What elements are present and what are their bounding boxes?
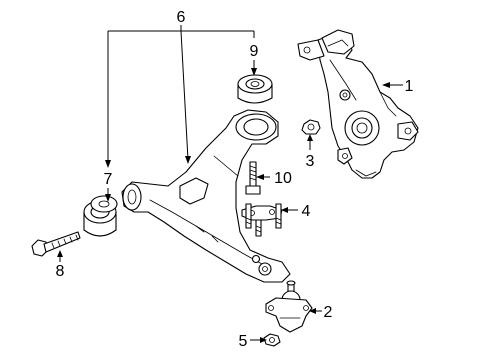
rear-bushing <box>237 74 273 104</box>
callout-3: 3 <box>306 153 315 170</box>
arrow-6-left <box>105 160 111 168</box>
callout-8: 8 <box>56 263 65 280</box>
callout-1: 1 <box>405 78 414 95</box>
arrow-3 <box>307 134 313 141</box>
arrow-7 <box>105 194 111 202</box>
callout-4: 4 <box>302 203 311 220</box>
callout-labels: 6 9 1 3 10 7 4 8 2 5 <box>56 9 414 350</box>
callout-10: 10 <box>274 170 292 187</box>
callout-7: 7 <box>104 171 113 188</box>
arrow-4 <box>281 207 288 213</box>
lower-control-arm <box>121 109 291 283</box>
arrow-2 <box>309 308 316 314</box>
leader-arrows <box>57 68 390 343</box>
bolt-plate-set <box>241 203 283 237</box>
callout-6: 6 <box>177 9 186 26</box>
callout-9: 9 <box>250 43 259 60</box>
arm-bolt <box>31 231 81 257</box>
arrow-10 <box>256 174 264 180</box>
arrow-5 <box>260 337 267 343</box>
callout-5: 5 <box>239 333 248 350</box>
stud-bolt <box>245 161 261 195</box>
ball-joint-nut <box>263 333 281 347</box>
ball-joint <box>265 280 313 333</box>
arrow-6-mid <box>185 156 191 164</box>
steering-knuckle <box>297 29 419 179</box>
arrow-1 <box>382 82 390 88</box>
knuckle-nut <box>301 119 321 135</box>
front-bushing <box>83 195 118 237</box>
arrow-9 <box>251 68 257 76</box>
callout-2: 2 <box>324 304 333 321</box>
arrow-8 <box>57 250 63 257</box>
